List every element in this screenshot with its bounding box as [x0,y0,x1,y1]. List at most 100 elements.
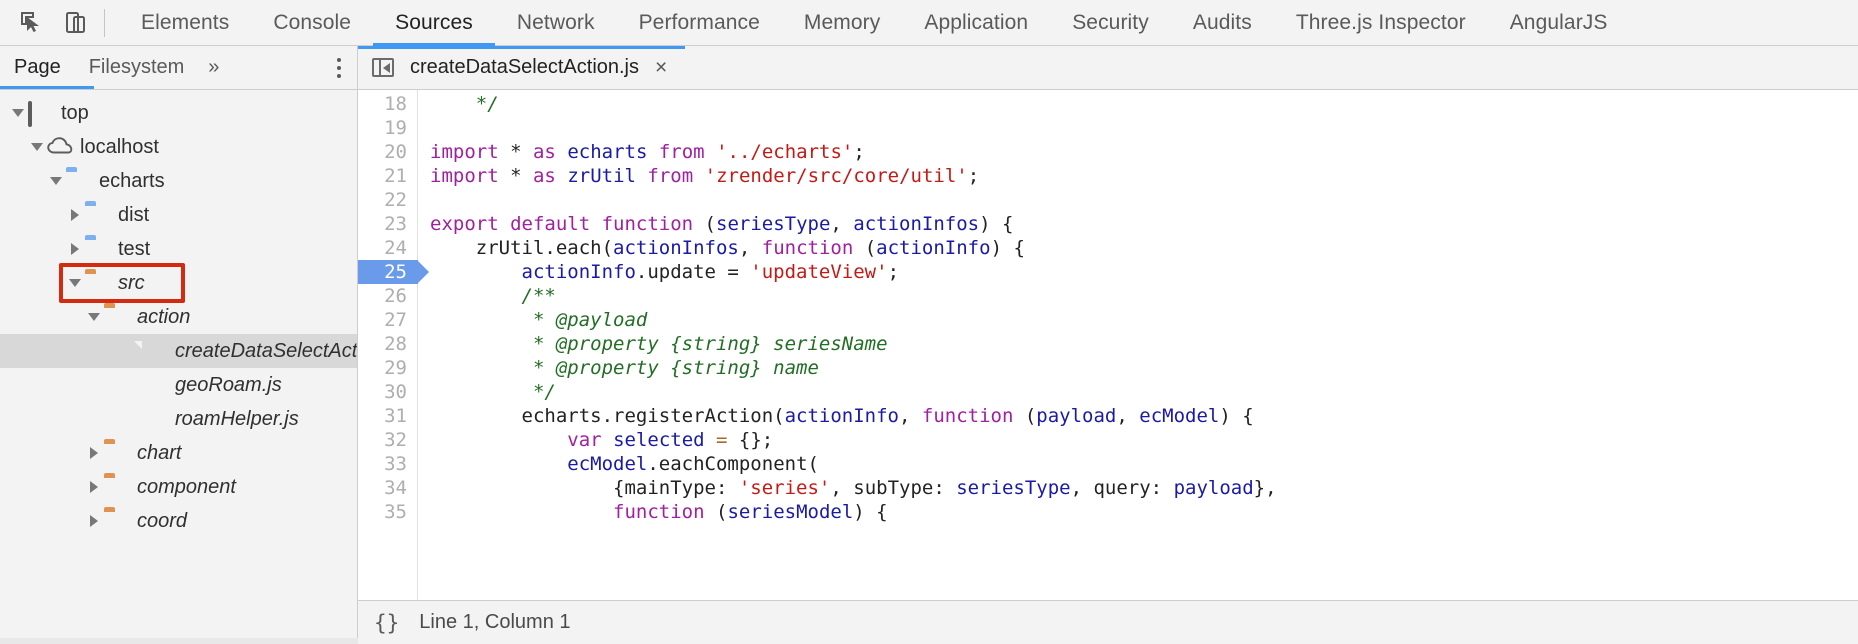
line-number[interactable]: 23 [384,213,407,235]
code-line[interactable]: actionInfo.update = 'updateView'; [430,260,1858,284]
tree-item-dist[interactable]: dist [0,198,357,232]
chevron-right-icon[interactable] [84,515,104,527]
tree-item-src[interactable]: src [0,266,357,300]
navigator-tab-page-label: Page [14,56,61,78]
line-number[interactable]: 22 [384,189,407,211]
file-icon [142,375,166,395]
chevron-right-icon[interactable] [84,447,104,459]
panel-tab-sources[interactable]: Sources [373,0,495,46]
device-toolbar-icon[interactable] [54,1,98,45]
line-number[interactable]: 28 [384,333,407,355]
line-number[interactable]: 35 [384,501,407,523]
tree-item-label: roamHelper.js [175,407,299,430]
tree-item-test[interactable]: test [0,232,357,266]
code-content[interactable]: */ import * as echarts from '../echarts'… [418,90,1858,600]
code-token-plain [430,261,522,283]
line-number[interactable]: 32 [384,429,407,451]
code-token-plain: .eachComponent( [647,453,819,475]
line-number[interactable]: 24 [384,237,407,259]
tree-item-top[interactable]: top [0,96,357,130]
line-number[interactable]: 25 [358,260,429,284]
inspect-cursor-icon[interactable] [10,1,54,45]
kebab-menu-icon[interactable] [337,57,341,78]
chevron-right-icon[interactable] [65,209,85,221]
panel-tab-memory[interactable]: Memory [782,0,902,46]
panel-tab-three-js-inspector[interactable]: Three.js Inspector [1274,0,1488,46]
panel-tab-angularjs[interactable]: AngularJS [1488,0,1630,46]
twisty-arrow [69,279,81,287]
code-line[interactable]: function (seriesModel) { [430,500,1858,524]
navigator-tab-page[interactable]: Page [0,46,75,90]
tree-item-label: echarts [99,169,165,192]
code-line[interactable]: * @property {string} name [430,356,1858,380]
show-navigator-icon[interactable] [372,58,394,77]
navigator-more-tabs-icon[interactable]: » [208,56,220,78]
panel-tab-performance[interactable]: Performance [617,0,782,46]
line-number[interactable]: 30 [384,381,407,403]
code-token-plain: , [899,405,922,427]
tree-item-georoam-js[interactable]: geoRoam.js [0,368,357,402]
code-token-plain [705,429,716,451]
chevron-right-icon[interactable] [84,481,104,493]
line-number[interactable]: 31 [384,405,407,427]
editor-file-tab[interactable]: createDataSelectAction.js × [358,46,686,89]
code-line[interactable]: */ [430,92,1858,116]
close-icon[interactable]: × [655,56,668,79]
code-line[interactable]: echarts.registerAction(actionInfo, funct… [430,404,1858,428]
line-number[interactable]: 34 [384,477,407,499]
line-number[interactable]: 29 [384,357,407,379]
tree-item-chart[interactable]: chart [0,436,357,470]
chevron-down-icon[interactable] [84,313,104,321]
pretty-print-icon[interactable]: {} [374,610,400,635]
code-line[interactable]: /** [430,284,1858,308]
line-number[interactable]: 26 [384,285,407,307]
panel-tab-audits[interactable]: Audits [1171,0,1274,46]
panel-tab-application[interactable]: Application [902,0,1050,46]
code-line[interactable]: import * as echarts from '../echarts'; [430,140,1858,164]
code-token-com: * @property {string} seriesName [430,333,888,355]
code-line[interactable]: {mainType: 'series', subType: seriesType… [430,476,1858,500]
line-number[interactable]: 21 [384,165,407,187]
panel-tab-console[interactable]: Console [251,0,373,46]
line-number[interactable]: 27 [384,309,407,331]
code-line[interactable]: import * as zrUtil from 'zrender/src/cor… [430,164,1858,188]
chevron-down-icon[interactable] [46,177,66,185]
line-number[interactable]: 20 [384,141,407,163]
chevron-down-icon[interactable] [8,109,28,117]
panel-tab-security[interactable]: Security [1050,0,1171,46]
navigator-tab-filesystem[interactable]: Filesystem [75,46,199,90]
line-number[interactable]: 33 [384,453,407,475]
panel-tab-elements[interactable]: Elements [119,0,251,46]
code-line[interactable]: * @property {string} seriesName [430,332,1858,356]
panel-tab-label: Three.js Inspector [1295,10,1466,34]
tree-item-roamhelper-js[interactable]: roamHelper.js [0,402,357,436]
code-line[interactable]: var selected = {}; [430,428,1858,452]
code-line[interactable]: ecModel.eachComponent( [430,452,1858,476]
tree-item-label: src [118,271,145,294]
code-line[interactable] [430,116,1858,140]
tree-item-coord[interactable]: coord [0,504,357,538]
tree-item-createdataselectacti[interactable]: createDataSelectActi [0,334,357,368]
tree-item-action[interactable]: action [0,300,357,334]
chevron-right-icon[interactable] [65,243,85,255]
code-line[interactable]: zrUtil.each(actionInfos, function (actio… [430,236,1858,260]
tree-item-echarts[interactable]: echarts [0,164,357,198]
line-number[interactable]: 19 [384,117,407,139]
line-number[interactable]: 18 [384,93,407,115]
tree-item-label: coord [137,509,188,532]
tree-item-component[interactable]: component [0,470,357,504]
cloud-icon [47,137,73,157]
code-line[interactable] [430,188,1858,212]
code-token-kw: var [567,429,602,451]
chevron-down-icon[interactable] [27,143,47,151]
tree-item-localhost[interactable]: localhost [0,130,357,164]
panel-tab-network[interactable]: Network [495,0,617,46]
code-line[interactable]: * @payload [430,308,1858,332]
code-line[interactable]: */ [430,380,1858,404]
tree-item-label: component [137,475,236,498]
code-line[interactable]: export default function (seriesType, act… [430,212,1858,236]
chevron-down-icon[interactable] [65,279,85,287]
